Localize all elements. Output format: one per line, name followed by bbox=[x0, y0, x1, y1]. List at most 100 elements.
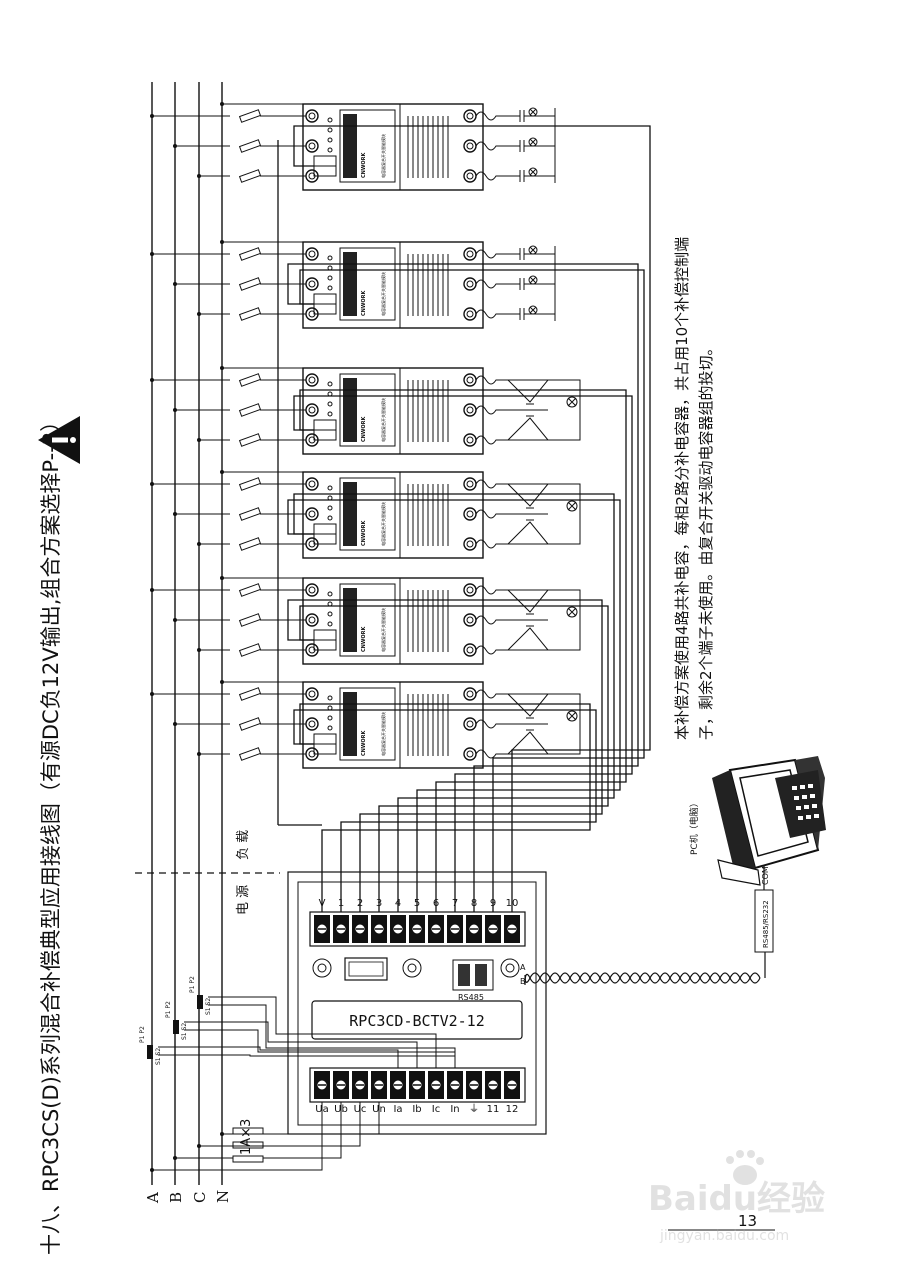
pc-label: PC机（电脑） bbox=[688, 798, 700, 855]
led-indicator bbox=[327, 255, 333, 261]
switch-modules: 电容器复合开关智能模块CNWORK电容器复合开关智能模块CNWORK电容器复合开… bbox=[150, 102, 581, 769]
reactor-coil bbox=[475, 689, 508, 699]
reactor-coil bbox=[475, 539, 508, 549]
top-terminal-label: V bbox=[319, 898, 326, 909]
module-display bbox=[339, 477, 396, 551]
led-indicator bbox=[327, 725, 333, 731]
lamp-icon bbox=[566, 500, 578, 512]
module-label: 电容器复合开关智能模块 bbox=[380, 134, 386, 178]
reactor-coil bbox=[475, 171, 508, 181]
lamp-icon bbox=[566, 710, 578, 722]
display-window bbox=[344, 957, 388, 981]
reactor-coil bbox=[475, 405, 508, 415]
common-capacitor-bank bbox=[506, 589, 581, 651]
module-label: 电容器复合开关智能模块 bbox=[380, 398, 386, 442]
module-frame bbox=[302, 103, 484, 191]
power-label: 电 源 bbox=[236, 885, 251, 915]
led-indicator bbox=[327, 147, 333, 153]
reactor-coil bbox=[475, 585, 508, 595]
control-wires bbox=[277, 125, 651, 912]
ct-return bbox=[184, 1029, 456, 1068]
module-brand: CNWORK bbox=[361, 520, 367, 546]
fuse bbox=[238, 433, 262, 447]
description-block: 本补偿方案使用4路共补电容，每相2路分补电容器，共占用10个补偿控制端 子，剩余… bbox=[673, 237, 715, 740]
fuse bbox=[238, 507, 262, 521]
fuse bbox=[238, 747, 262, 761]
fuse bbox=[238, 307, 262, 321]
led-indicator bbox=[327, 127, 333, 133]
reactor-coil bbox=[475, 375, 508, 385]
ct-s-label: S1 S2 bbox=[205, 998, 212, 1015]
led-indicator bbox=[327, 515, 333, 521]
bottom-terminal-label: Ia bbox=[393, 1104, 402, 1115]
led-indicator bbox=[327, 401, 333, 407]
led-indicator bbox=[327, 621, 333, 627]
rs485-a-label: A bbox=[520, 963, 526, 972]
module-frame bbox=[302, 471, 484, 559]
mount-knob bbox=[500, 958, 520, 978]
model-box bbox=[311, 1000, 523, 1040]
bottom-terminal-label: In bbox=[450, 1104, 459, 1115]
reactor-coil bbox=[475, 749, 508, 759]
fuse bbox=[238, 169, 262, 183]
module-display bbox=[339, 687, 396, 761]
phase-label-b: B bbox=[167, 1192, 185, 1203]
module-frame bbox=[302, 241, 484, 329]
top-terminal-label: 9 bbox=[490, 898, 496, 909]
mount-knob bbox=[402, 958, 422, 978]
reactor-coil bbox=[475, 479, 508, 489]
top-terminal-label: 1 bbox=[338, 898, 344, 909]
reactor-coil bbox=[475, 509, 508, 519]
bottom-terminal-label: 12 bbox=[506, 1104, 519, 1115]
fuse bbox=[238, 109, 262, 123]
load-label: 负 载 bbox=[236, 830, 251, 860]
watermark-brand: Baidu经验 bbox=[648, 1179, 825, 1219]
pc-computer-icon bbox=[712, 756, 826, 886]
module-frame bbox=[302, 367, 484, 455]
top-terminal-label: 2 bbox=[357, 898, 363, 909]
split-capacitor-bank bbox=[508, 245, 556, 321]
reactor-coil bbox=[475, 645, 508, 655]
led-indicator bbox=[327, 695, 333, 701]
ct-p-label: P1 P2 bbox=[139, 1026, 146, 1043]
module-label: 电容器复合开关智能模块 bbox=[380, 608, 386, 652]
reactor-coil bbox=[475, 111, 508, 121]
ct-s-label: S1 S2 bbox=[155, 1048, 162, 1065]
top-terminal-label: 7 bbox=[452, 898, 458, 909]
module-label: 电容器复合开关智能模块 bbox=[380, 272, 386, 316]
ct-1 bbox=[173, 1020, 179, 1034]
phase-label-a: A bbox=[144, 1192, 162, 1204]
module-brand: CNWORK bbox=[361, 290, 367, 316]
page-title: 十八、RPC3CS(D)系列混合补偿典型应用接线图（有源DC负12V输出,组合方… bbox=[39, 411, 63, 1255]
warning-icon bbox=[38, 416, 80, 464]
ct-wire bbox=[208, 996, 437, 1068]
ct-0 bbox=[147, 1045, 153, 1059]
ct-s-label: S1 S2 bbox=[181, 1023, 188, 1040]
module-brand: CNWORK bbox=[361, 730, 367, 756]
fuse bbox=[238, 537, 262, 551]
mount-knob bbox=[312, 958, 332, 978]
sense-fuse bbox=[232, 1155, 264, 1163]
fuse bbox=[238, 643, 262, 657]
reactor-coil bbox=[475, 141, 508, 151]
controller-panel bbox=[297, 881, 537, 1126]
com-port-label: COM1 bbox=[761, 861, 770, 885]
ct-p-label: P1 P2 bbox=[189, 976, 196, 993]
bottom-terminal-label: Ic bbox=[432, 1104, 440, 1115]
control-wire-9 bbox=[299, 269, 645, 912]
reactor-coil bbox=[475, 279, 508, 289]
module-display bbox=[339, 247, 396, 321]
ct-2 bbox=[197, 995, 203, 1009]
fuse bbox=[238, 373, 262, 387]
phase-label-c: C bbox=[191, 1192, 209, 1203]
module-frame bbox=[302, 577, 484, 665]
rs485-label: RS485 bbox=[458, 993, 484, 1002]
common-capacitor-bank bbox=[506, 483, 581, 545]
top-terminal-label: 10 bbox=[506, 898, 519, 909]
control-wire-3 bbox=[299, 605, 609, 912]
ct-wire bbox=[158, 1046, 399, 1068]
